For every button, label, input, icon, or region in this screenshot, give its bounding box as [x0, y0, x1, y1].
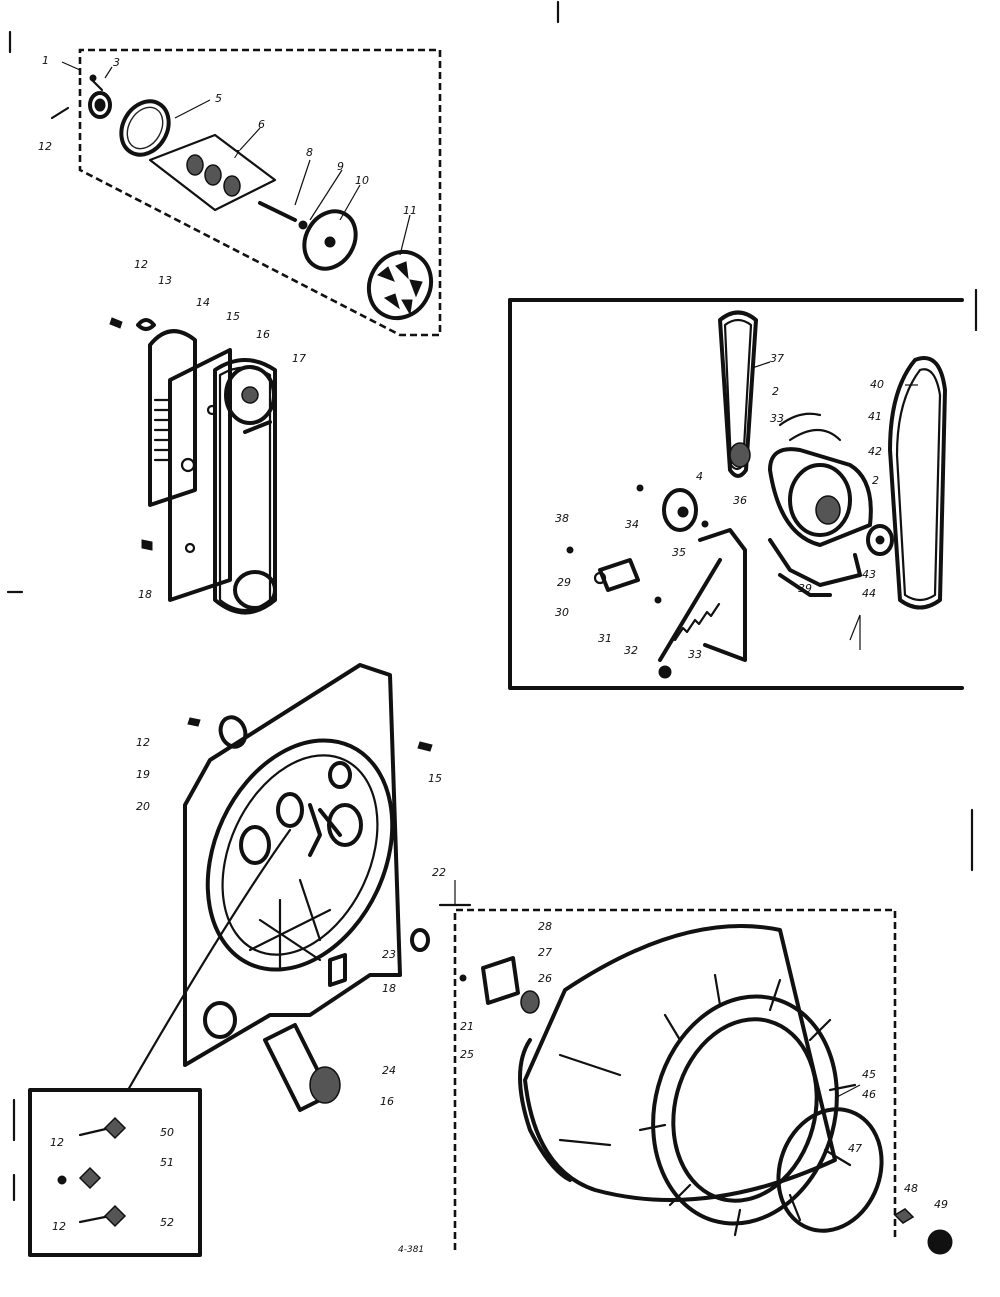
bearing-assembly: [148, 133, 277, 212]
callout-35: 35: [672, 546, 686, 559]
drawing-number: 4-381: [398, 1245, 424, 1255]
callout-48: 48: [904, 1182, 918, 1195]
callout-52: 52: [160, 1216, 174, 1229]
fastener-52: [78, 1204, 127, 1228]
blower-wheel: [366, 249, 434, 321]
callout-12: 12: [38, 140, 52, 153]
callout-29: 29: [557, 576, 571, 589]
callout-33: 33: [770, 412, 784, 425]
callout-27: 27: [538, 946, 552, 959]
callout-16: 16: [256, 328, 270, 341]
callout-17: 17: [292, 352, 306, 365]
callout-14: 14: [196, 296, 210, 309]
callout-7: 7: [233, 148, 240, 161]
callout-31: 31: [598, 632, 612, 645]
callout-15: 15: [428, 772, 442, 785]
drum: [518, 924, 857, 1237]
blower-plate: [302, 209, 358, 271]
callout-44: 44: [862, 587, 876, 600]
callout-12: 12: [52, 1220, 66, 1233]
fastener-51: [57, 1166, 102, 1190]
callout-39: 39: [798, 582, 812, 595]
callout-49: 49: [934, 1198, 948, 1211]
fastener-inset: [28, 1088, 202, 1257]
callout-2: 2: [872, 474, 879, 487]
callout-16: 16: [380, 1095, 394, 1108]
shaft: [258, 201, 308, 230]
thermostat: [263, 1023, 341, 1112]
callout-30: 30: [555, 606, 569, 619]
leader-lines: [61, 61, 918, 1099]
callout-18: 18: [138, 588, 152, 601]
callout-21: 21: [460, 1020, 474, 1033]
callout-36: 36: [733, 494, 747, 507]
callout-50: 50: [160, 1126, 174, 1139]
callout-38: 38: [555, 512, 569, 525]
callout-34: 34: [625, 518, 639, 531]
callout-26: 26: [538, 972, 552, 985]
callout-46: 46: [862, 1088, 876, 1101]
callout-9: 9: [337, 160, 344, 173]
blower-assembly-inset: [50, 48, 442, 337]
rear-bulkhead: [126, 663, 433, 1112]
callout-47: 47: [848, 1142, 862, 1155]
callout-51: 51: [160, 1156, 174, 1169]
callout-15: 15: [226, 310, 240, 323]
callout-8: 8: [306, 146, 313, 159]
callout-6: 6: [258, 118, 265, 131]
blower-seal-ring: [119, 99, 171, 157]
callout-12: 12: [134, 258, 148, 271]
motor-assembly-inset: [508, 298, 964, 690]
callout-37: 37: [770, 352, 784, 365]
callout-10: 10: [355, 174, 369, 187]
callout-2: 2: [772, 385, 779, 398]
callout-13: 13: [158, 274, 172, 287]
callout-22: 22: [432, 866, 446, 879]
fastener-50: [78, 1116, 127, 1140]
callout-24: 24: [382, 1064, 396, 1077]
callout-1: 1: [42, 54, 49, 67]
callout-33: 33: [688, 648, 702, 661]
callout-12: 12: [136, 736, 150, 749]
callout-23: 23: [382, 948, 396, 961]
clamp-part: [88, 74, 112, 119]
callout-45: 45: [862, 1068, 876, 1081]
callout-11: 11: [403, 204, 417, 217]
scan-edge-marks: [6, 0, 978, 1202]
callout-5: 5: [215, 92, 222, 105]
callout-19: 19: [136, 768, 150, 781]
callout-18: 18: [382, 982, 396, 995]
drum-assembly-inset: [438, 903, 953, 1255]
callout-12: 12: [50, 1136, 64, 1149]
callout-40: 40: [870, 378, 884, 391]
callout-41: 41: [868, 410, 882, 423]
callout-4: 4: [696, 470, 703, 483]
callout-32: 32: [624, 644, 638, 657]
callout-42: 42: [868, 445, 882, 458]
callout-28: 28: [538, 920, 552, 933]
belt-idler-assembly: [109, 317, 277, 615]
motor-body: [768, 412, 873, 547]
callout-20: 20: [136, 800, 150, 813]
callout-3: 3: [113, 56, 120, 69]
callout-numbers: 1 3 5 6 7 8 9 10 11 12 12 13 14 15 16 17…: [38, 54, 948, 1255]
callout-25: 25: [460, 1048, 474, 1061]
callout-43: 43: [862, 568, 876, 581]
